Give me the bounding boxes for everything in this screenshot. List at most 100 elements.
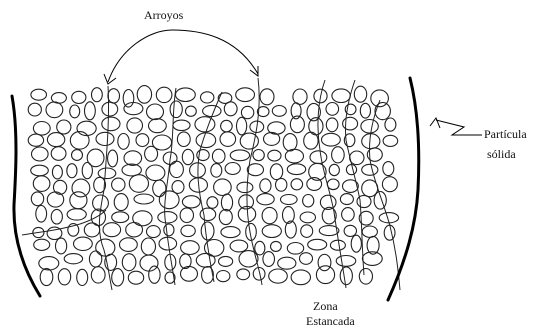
particle <box>344 225 356 236</box>
particle <box>211 164 222 178</box>
particle <box>362 226 377 237</box>
particle-leader-arrow <box>430 118 440 128</box>
particle <box>28 134 43 146</box>
particle <box>359 269 372 285</box>
particle <box>47 133 64 147</box>
particle <box>173 120 190 130</box>
particle <box>158 212 177 223</box>
particle <box>102 102 118 116</box>
particle <box>127 118 143 133</box>
particle <box>287 164 305 175</box>
particle <box>257 194 274 205</box>
particle <box>140 255 158 271</box>
particle <box>287 243 303 255</box>
particle <box>57 120 71 134</box>
particle <box>39 257 59 270</box>
particle <box>176 88 196 102</box>
particle <box>108 89 120 103</box>
particle <box>326 118 338 132</box>
particle <box>122 254 136 271</box>
particle <box>310 151 327 164</box>
particle <box>217 271 230 282</box>
particle <box>207 197 218 209</box>
particle <box>264 132 280 145</box>
particle <box>133 211 152 226</box>
particle <box>303 195 314 207</box>
particle <box>91 267 105 283</box>
particle <box>126 223 143 237</box>
particle <box>147 104 164 120</box>
particle <box>300 253 313 265</box>
particle <box>141 238 155 255</box>
particle <box>164 224 174 236</box>
particle <box>260 89 274 105</box>
particle <box>326 103 339 116</box>
solid-particles <box>28 86 398 286</box>
particle <box>276 178 287 191</box>
particle <box>285 221 296 238</box>
left-wall <box>12 96 40 296</box>
particle <box>92 88 103 102</box>
particle <box>332 147 345 163</box>
particle <box>360 103 370 118</box>
particle <box>308 239 327 250</box>
particle <box>220 132 236 147</box>
particle <box>221 194 232 211</box>
particle <box>147 226 161 238</box>
particle <box>239 251 258 267</box>
particle <box>255 241 265 255</box>
particle <box>196 133 216 148</box>
particle <box>384 225 395 240</box>
particle <box>332 89 350 103</box>
particle <box>241 106 253 118</box>
particle <box>51 147 66 161</box>
channels-label: Arroyos <box>144 8 183 23</box>
particle <box>128 271 143 284</box>
particle <box>112 212 129 223</box>
particle <box>371 90 389 107</box>
particle <box>221 227 240 238</box>
particle <box>219 209 232 224</box>
particle <box>230 150 249 161</box>
particle <box>340 267 352 285</box>
particle <box>136 134 149 147</box>
particle <box>340 194 353 205</box>
particle <box>32 147 49 161</box>
particle <box>236 88 255 102</box>
particle <box>124 151 142 166</box>
particle <box>247 164 263 176</box>
particle <box>230 240 248 252</box>
particle <box>300 212 315 223</box>
particle <box>268 150 281 161</box>
particle <box>67 164 77 178</box>
particle <box>64 254 82 264</box>
particle <box>123 90 134 108</box>
particle <box>96 132 114 145</box>
particle <box>350 151 364 165</box>
particle <box>237 269 250 280</box>
particle <box>170 101 182 118</box>
particle <box>322 133 341 146</box>
solid-particle-label-line2: sólida <box>487 147 516 162</box>
particle <box>31 165 49 176</box>
particle <box>182 149 193 164</box>
particle <box>262 225 281 238</box>
particle <box>102 117 120 131</box>
particle <box>263 252 275 267</box>
solid-particle-label-line1: Partícula <box>484 127 527 142</box>
particle <box>170 161 184 177</box>
particle <box>85 102 96 120</box>
particle <box>119 238 137 252</box>
particle <box>361 120 378 134</box>
particle <box>72 150 83 161</box>
particle <box>281 195 298 205</box>
particle <box>58 269 70 285</box>
particle <box>181 225 195 236</box>
particle <box>84 223 99 237</box>
particle <box>182 196 200 208</box>
particle <box>159 191 179 209</box>
particle <box>190 163 206 178</box>
particle <box>343 117 358 130</box>
particle <box>212 149 225 163</box>
